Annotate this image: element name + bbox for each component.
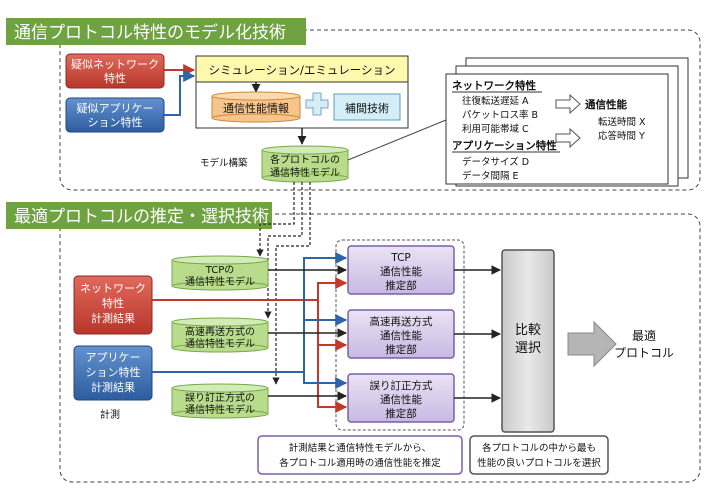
estimator-fec-label-2: 通信性能	[380, 393, 422, 406]
pseudo-app-label-2: ション特性	[88, 115, 143, 129]
plus-icon	[305, 92, 329, 116]
red-connectors	[152, 277, 348, 413]
section2-title-bg	[6, 202, 272, 229]
estimator-to-compare-arrows	[454, 265, 501, 403]
model-fast-db	[171, 317, 269, 353]
net-result-label-1: ネットワーク	[80, 282, 146, 295]
model-fec-db	[171, 383, 269, 419]
interp-label: 補間技術	[345, 102, 389, 115]
stack-network-item-3: 利用可能帯域 C	[462, 123, 529, 135]
estimator-fec-label-3: 推定部	[385, 407, 417, 420]
stack-app-header: アプリケーション特性	[452, 139, 557, 152]
section2-frame	[59, 213, 701, 483]
app-result-label-2: ション特性	[86, 365, 141, 379]
estimator-tcp-label-1: TCP	[390, 252, 410, 264]
model-build-label: モデル構築	[200, 157, 248, 169]
link-model-to-stack	[347, 119, 447, 161]
section2-title: 最適プロトコルの推定・選択技術	[14, 207, 269, 227]
net-result-label-3: 計測結果	[91, 311, 135, 325]
compare-label-2: 選択	[515, 341, 541, 356]
estimator-fec-label-1: 誤り訂正方式	[370, 379, 433, 392]
stack-perf-item-2: 応答時間 Y	[598, 130, 645, 142]
estimator-fast-label-2: 通信性能	[380, 329, 422, 342]
caption-right-box	[469, 435, 609, 475]
stack-perf-item-1: 転送時間 X	[598, 116, 646, 128]
section1-title-bg	[6, 18, 306, 45]
model-tcp-db	[171, 255, 269, 291]
model-fec-label-1: 誤り訂正方式の	[185, 391, 255, 404]
section1-title: 通信プロトコル特性のモデル化技術	[14, 22, 286, 43]
hollow-arrow-network-icon	[555, 93, 581, 115]
caption-right-1: 各プロトコルの中から最も	[482, 442, 596, 454]
stack-network-header: ネットワーク特性	[452, 79, 536, 92]
net-result-box	[73, 275, 153, 335]
optimal-label-2: プロトコル	[614, 346, 674, 360]
compare-label-1: 比較	[515, 323, 541, 338]
estimator-tcp-label-3: 推定部	[385, 279, 417, 292]
estimator-fast-label-1: 高速再送方式	[370, 315, 433, 328]
caption-right-2: 性能の良いプロトコルを選択	[477, 457, 601, 469]
app-result-label-1: アプリケー	[86, 351, 141, 364]
model-db	[261, 145, 349, 183]
stack-perf-header: 通信性能	[585, 98, 627, 111]
section1-frame	[59, 29, 701, 191]
pseudo-app-label-1: 疑似アプリケー	[77, 102, 154, 115]
perf-info-db	[211, 91, 301, 123]
measure-label: 計測	[100, 408, 120, 421]
pseudo-network-label-2: 特性	[104, 71, 126, 85]
model-fast-label-1: 高速再送方式の	[185, 325, 255, 338]
pseudo-network-label-1: 疑似ネットワーク	[71, 58, 159, 71]
perf-info-label: 通信性能情報	[223, 101, 289, 115]
dashed-model-connectors	[256, 182, 311, 385]
caption-left-box	[257, 435, 463, 475]
output-arrow-icon	[567, 320, 617, 368]
simulation-box	[195, 55, 409, 83]
arrow-app-to-sim	[164, 70, 196, 116]
model-tcp-label-2: 通信特性モデル	[185, 275, 255, 288]
stack-app-item-2: データ間隔 E	[462, 170, 519, 182]
simulation-label: シミュレーション/エミュレーション	[209, 63, 396, 77]
stack-network-item-2: パケットロス率 B	[462, 109, 538, 121]
model-fast-label-2: 通信特性モデル	[185, 337, 255, 350]
estimator-group-frame	[335, 239, 465, 431]
interp-box	[333, 93, 401, 121]
app-result-label-3: 計測結果	[91, 380, 135, 394]
black-connectors	[268, 265, 347, 401]
stack-network-item-1: 往復転送遅延 A	[462, 95, 529, 107]
blue-connectors	[152, 252, 348, 389]
caption-left-1: 計測結果と通信特性モデルから、	[289, 442, 432, 454]
compare-select-box	[501, 249, 555, 433]
model-tcp-label-1: TCPの	[205, 265, 235, 276]
net-result-label-2: 特性	[102, 296, 124, 310]
hollow-arrow-app-icon	[555, 127, 581, 149]
model-fec-label-2: 通信特性モデル	[185, 403, 255, 416]
optimal-label-1: 最適	[632, 328, 656, 343]
estimator-tcp-label-2: 通信性能	[380, 265, 422, 278]
stack-app-item-1: データサイズ D	[462, 156, 529, 168]
model-db-label-1: 各プロトコルの	[270, 153, 340, 166]
caption-left-2: 各プロトコル適用時の通信性能を推定	[279, 457, 441, 469]
estimator-fast-label-3: 推定部	[385, 343, 417, 356]
model-db-label-2: 通信特性モデル	[270, 166, 340, 179]
